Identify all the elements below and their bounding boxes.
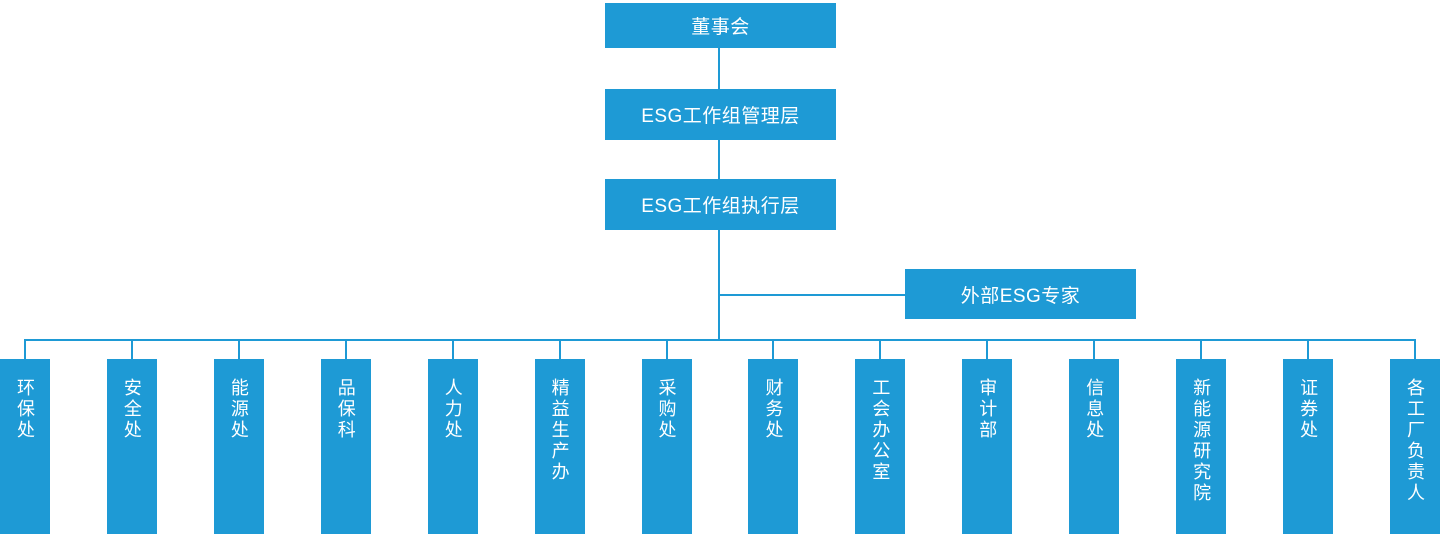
department-label: 品保科 (335, 378, 356, 441)
connector-department-stub (986, 339, 989, 359)
connector-department-stub (1413, 339, 1416, 359)
connector-board-to-management (718, 48, 720, 89)
connector-department-stub (558, 339, 561, 359)
department-node: 安全处 (106, 359, 157, 534)
department-cell: 精益生产办 (534, 339, 585, 534)
connector-department-stub (1093, 339, 1096, 359)
department-node: 财务处 (748, 359, 799, 534)
department-cell: 环保处 (0, 339, 50, 534)
connector-department-stub (1200, 339, 1203, 359)
department-label: 环保处 (15, 378, 35, 441)
connector-execution-trunk (718, 230, 720, 341)
department-cell: 人力处 (427, 339, 478, 534)
connector-department-stub (237, 339, 240, 359)
node-board-label: 董事会 (691, 17, 750, 38)
connector-department-stub (24, 339, 26, 359)
department-cell: 新能源研究院 (1176, 339, 1227, 534)
department-label: 财务处 (763, 378, 784, 441)
department-label: 精益生产办 (549, 378, 570, 483)
node-esg-management-label: ESG工作组管理层 (641, 106, 800, 127)
department-cell: 各工厂负责人 (1389, 339, 1440, 534)
connector-department-stub (772, 339, 775, 359)
department-label: 能源处 (228, 378, 249, 441)
department-node: 精益生产办 (534, 359, 585, 534)
node-esg-execution-label: ESG工作组执行层 (641, 196, 800, 217)
department-label: 采购处 (656, 378, 677, 441)
department-node: 人力处 (427, 359, 478, 534)
connector-department-stub (879, 339, 882, 359)
connector-trunk-to-expert (719, 294, 905, 296)
department-label: 信息处 (1084, 378, 1105, 441)
department-cell: 证券处 (1283, 339, 1334, 534)
department-cell: 审计部 (962, 339, 1013, 534)
department-node: 采购处 (641, 359, 692, 534)
department-cell: 工会办公室 (855, 339, 906, 534)
node-external-expert-label: 外部ESG专家 (960, 285, 1081, 307)
department-node: 各工厂负责人 (1389, 359, 1440, 534)
department-node: 证券处 (1283, 359, 1334, 534)
department-node: 新能源研究院 (1176, 359, 1227, 534)
department-label: 人力处 (442, 378, 463, 441)
department-label: 各工厂负责人 (1404, 378, 1425, 504)
department-label: 工会办公室 (870, 378, 891, 483)
node-board: 董事会 (605, 3, 836, 48)
department-cell: 财务处 (748, 339, 799, 534)
department-node: 审计部 (962, 359, 1013, 534)
department-cell: 品保科 (320, 339, 371, 534)
department-row: 环保处 安全处 能源处 品保科 人力处 精益生产办 (0, 339, 1440, 534)
connector-distribution-line (24, 339, 1416, 341)
department-label: 证券处 (1298, 378, 1319, 441)
department-node: 环保处 (0, 359, 50, 534)
department-cell: 能源处 (213, 339, 264, 534)
department-label: 新能源研究院 (1191, 378, 1212, 504)
connector-department-stub (665, 339, 668, 359)
connector-department-stub (344, 339, 347, 359)
department-cell: 采购处 (641, 339, 692, 534)
connector-department-stub (1307, 339, 1310, 359)
connector-management-to-execution (718, 140, 720, 179)
department-label: 审计部 (977, 378, 998, 441)
node-esg-management: ESG工作组管理层 (605, 89, 836, 140)
department-node: 工会办公室 (855, 359, 906, 534)
department-node: 信息处 (1069, 359, 1120, 534)
department-cell: 信息处 (1069, 339, 1120, 534)
department-label: 安全处 (121, 378, 142, 441)
node-external-expert: 外部ESG专家 (905, 269, 1136, 319)
department-cell: 安全处 (106, 339, 157, 534)
department-node: 能源处 (213, 359, 264, 534)
connector-department-stub (130, 339, 133, 359)
department-node: 品保科 (320, 359, 371, 534)
node-esg-execution: ESG工作组执行层 (605, 179, 836, 230)
connector-department-stub (451, 339, 454, 359)
